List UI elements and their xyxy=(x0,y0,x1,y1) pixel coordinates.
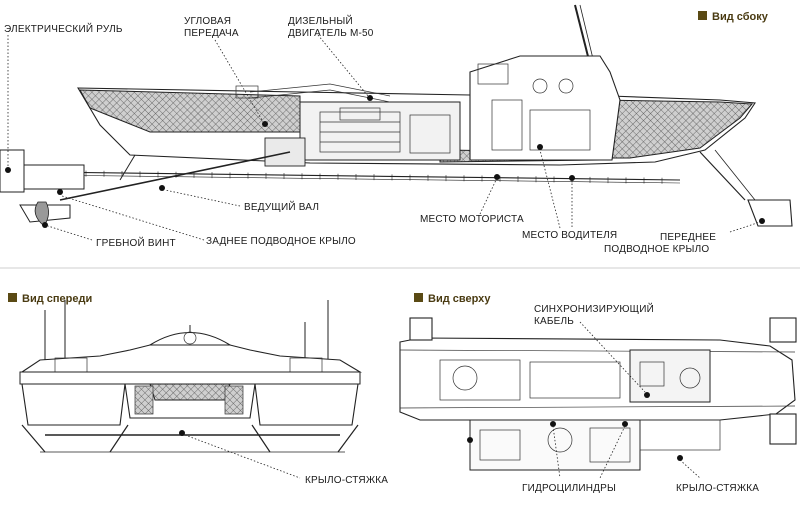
label-rear-foil: ЗАДНЕЕ ПОДВОДНОЕ КРЫЛО xyxy=(206,236,356,247)
label-tie-wing-front: КРЫЛО-СТЯЖКА xyxy=(305,475,388,486)
side-view xyxy=(0,4,793,227)
label-drive-shaft: ВЕДУЩИЙ ВАЛ xyxy=(244,200,319,213)
section-side-title: Вид сбоку xyxy=(712,11,769,23)
label-driver-seat: МЕСТО ВОДИТЕЛЯ xyxy=(522,230,617,241)
propeller-shape xyxy=(34,201,49,227)
label-electric-rudder: ЭЛЕКТРИЧЕСКИЙ РУЛЬ xyxy=(4,22,123,35)
label-angle-gear-2: ПЕРЕДАЧА xyxy=(184,28,239,39)
section-top-title: Вид сверху xyxy=(428,293,491,305)
label-motorist-seat: МЕСТО МОТОРИСТА xyxy=(420,214,524,225)
top-view-leaders xyxy=(467,321,701,479)
section-front: Вид спереди xyxy=(8,293,92,305)
rudder-block xyxy=(0,149,25,193)
label-diesel: ДИЗЕЛЬНЫЙ xyxy=(288,14,353,27)
side-cabin xyxy=(469,55,621,161)
label-front-foil: ПЕРЕДНЕЕ xyxy=(660,232,716,243)
side-view-labels: ЭЛЕКТРИЧЕСКИЙ РУЛЬ УГЛОВАЯ ПЕРЕДАЧА ДИЗЕ… xyxy=(4,14,716,255)
label-propeller: ГРЕБНОЙ ВИНТ xyxy=(96,236,176,249)
side-hull-mesh xyxy=(79,89,301,133)
section-side: Вид сбоку xyxy=(698,11,769,23)
label-diesel-2: ДВИГАТЕЛЬ М-50 xyxy=(288,28,374,39)
label-front-foil-2: ПОДВОДНОЕ КРЫЛО xyxy=(604,244,709,255)
label-sync-cable: СИНХРОНИЗИРУЮЩИЙ xyxy=(534,302,654,315)
label-angle-gear: УГЛОВАЯ xyxy=(184,16,231,27)
side-view-leaders xyxy=(5,34,765,241)
front-view xyxy=(19,300,362,479)
label-sync-cable-2: КАБЕЛЬ xyxy=(534,316,574,327)
label-hydro-cylinders: ГИДРОЦИЛИНДРЫ xyxy=(522,483,616,494)
section-top: Вид сверху xyxy=(414,293,491,305)
engine-block xyxy=(235,83,461,167)
top-view xyxy=(399,317,797,471)
label-tie-wing-top: КРЫЛО-СТЯЖКА xyxy=(676,483,759,494)
front-foil xyxy=(747,199,793,227)
top-view-labels: СИНХРОНИЗИРУЮЩИЙ КАБЕЛЬ ГИДРОЦИЛИНДРЫ КР… xyxy=(522,302,759,494)
section-front-title: Вид спереди xyxy=(22,293,92,305)
